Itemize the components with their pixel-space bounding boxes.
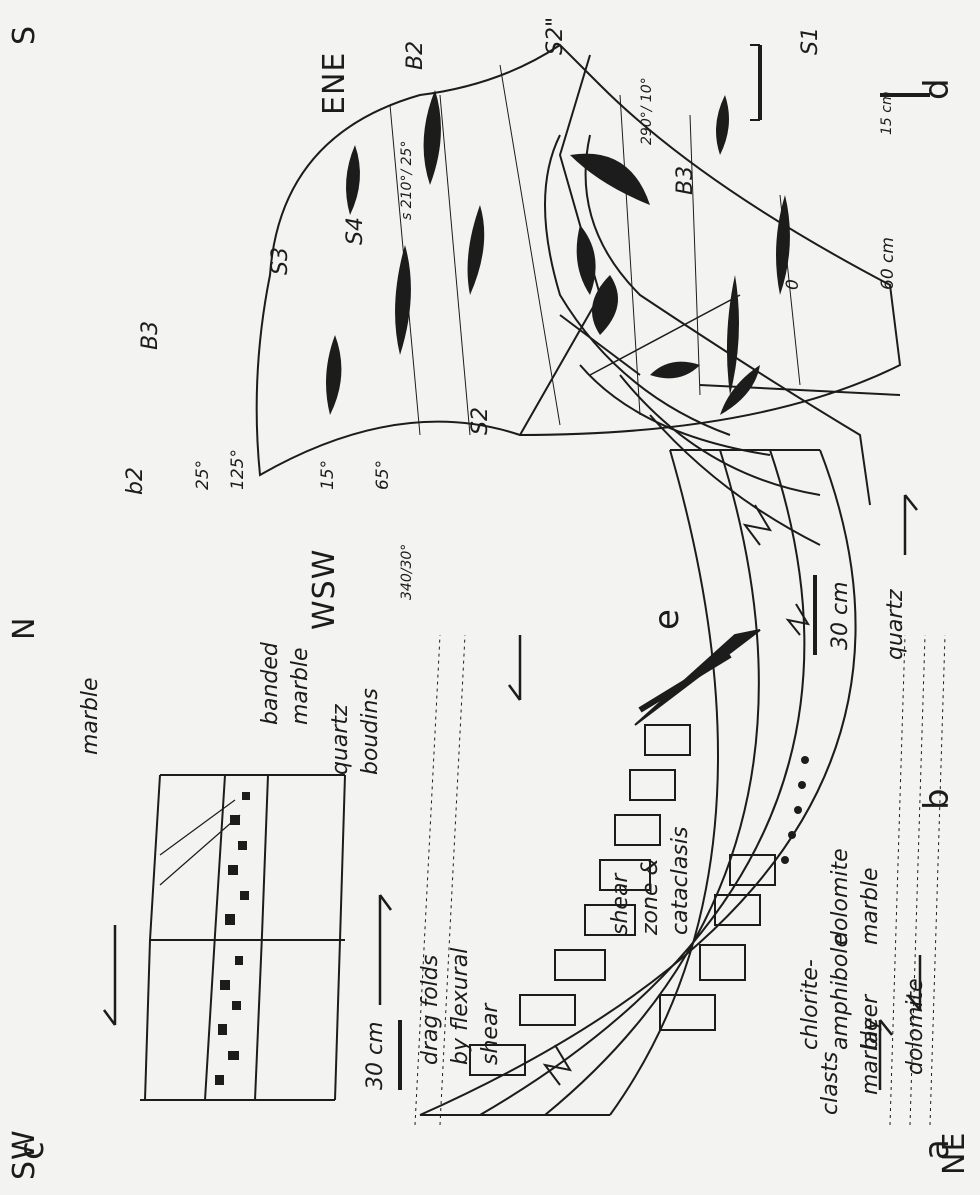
label-marble: marble bbox=[80, 677, 102, 755]
label-shear-zone-2: zone & bbox=[640, 858, 662, 935]
label-banded-1: banded bbox=[260, 642, 282, 725]
direction-s: S bbox=[10, 25, 40, 45]
panel-label-d: d bbox=[920, 78, 954, 100]
label-s4: S4 bbox=[345, 217, 367, 245]
label-s1: S1 bbox=[800, 27, 822, 55]
label-dolomite-marble-clasts: dolomite bbox=[905, 978, 927, 1075]
scale-zero-d: 0 bbox=[785, 279, 802, 290]
orientation-1b: 125° bbox=[230, 449, 247, 490]
direction-ne: NE bbox=[940, 1132, 970, 1175]
label-dolomite-1: dolomite bbox=[830, 848, 852, 945]
scale-label-d: 60 cm bbox=[880, 237, 897, 290]
label-shear-zone-1: shear bbox=[610, 874, 632, 935]
scale-label-b: 30 cm bbox=[830, 581, 852, 650]
label-quartz: quartz bbox=[885, 589, 907, 660]
direction-wsw: WSW bbox=[310, 549, 340, 630]
label-s2-doubleprime: S2" bbox=[545, 17, 567, 55]
label-drag-folds-1: drag folds bbox=[420, 955, 442, 1065]
direction-ene: ENE bbox=[320, 52, 350, 115]
direction-sw: SW bbox=[10, 1129, 40, 1180]
panel-a-sketch bbox=[104, 775, 400, 1100]
scale-label-e: 15 cm bbox=[880, 91, 894, 135]
scale-label-a: 30 cm bbox=[365, 1021, 387, 1090]
label-s3: S3 bbox=[270, 247, 292, 275]
label-b3-e: B3 bbox=[675, 166, 697, 195]
label-drag-folds-3: shear bbox=[480, 1004, 502, 1065]
label-b3: B3 bbox=[140, 321, 162, 350]
label-b2-small: b2 bbox=[125, 467, 147, 495]
direction-n: N bbox=[10, 617, 40, 640]
label-dolomite-2: marble bbox=[860, 867, 882, 945]
label-quartz-boudins-2: boudins bbox=[360, 688, 382, 775]
label-chlorite-3: layer bbox=[860, 995, 882, 1050]
panel-label-b: b bbox=[920, 788, 954, 810]
label-drag-folds-2: by flexural bbox=[450, 948, 472, 1065]
label-left-orientation: 340/30° bbox=[400, 544, 414, 600]
orientation-1a: 25° bbox=[195, 460, 212, 490]
label-s-orientation: s 210°/ 25° bbox=[400, 141, 414, 220]
label-s2: S2 bbox=[470, 407, 492, 435]
orientation-2b: 65° bbox=[375, 460, 392, 490]
label-chlorite-2: amphibole bbox=[830, 934, 852, 1050]
label-b2: B2 bbox=[405, 41, 427, 70]
label-clasts-3: clasts bbox=[820, 1052, 842, 1115]
label-chlorite-1: chlorite- bbox=[800, 959, 822, 1050]
orientation-2a: 15° bbox=[320, 460, 337, 490]
panel-label-e: e bbox=[650, 609, 684, 630]
label-shear-zone-3: cataclasis bbox=[670, 827, 692, 935]
label-quartz-boudins-1: quartz bbox=[330, 704, 352, 775]
label-b3-orientation: 290°/ 10° bbox=[640, 77, 654, 145]
label-banded-2: marble bbox=[290, 647, 312, 725]
